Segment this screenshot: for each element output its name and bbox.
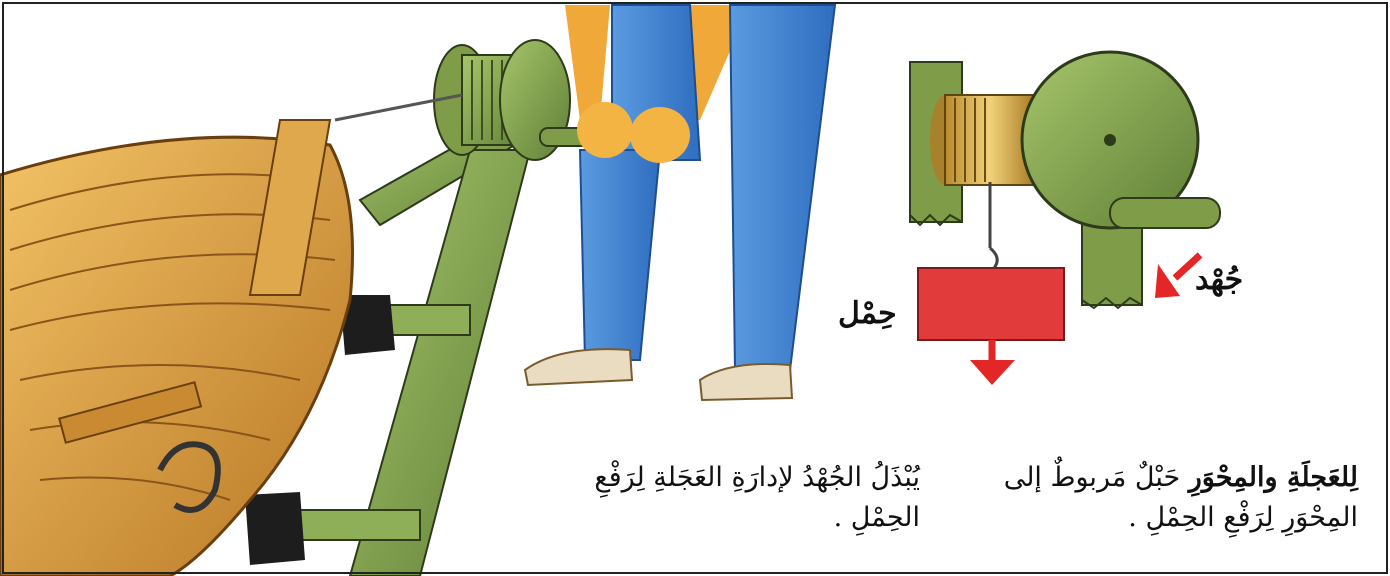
load-label: حِمْل <box>838 296 897 331</box>
effort-arrow <box>1155 255 1200 298</box>
effort-label: جُهْد <box>1195 262 1243 297</box>
caption-bold-term: لِلعَجلَةِ والمِحْوَرِ <box>1189 462 1358 493</box>
man-turning-winch <box>525 5 835 400</box>
caption-left-line1-rest: حَبْلٌ مَربوطٌ إلى <box>1004 462 1189 493</box>
caption-right-line1: يُبْذَلُ الجُهْدُ لإدارَةِ العَجَلةِ لِر… <box>500 458 920 498</box>
load-box <box>918 268 1064 340</box>
caption-right-line2: الحِمْلِ . <box>500 498 920 538</box>
caption-effort-description: يُبْذَلُ الجُهْدُ لإدارَةِ العَجَلةِ لِر… <box>500 458 920 538</box>
load-arrow <box>970 340 1015 385</box>
